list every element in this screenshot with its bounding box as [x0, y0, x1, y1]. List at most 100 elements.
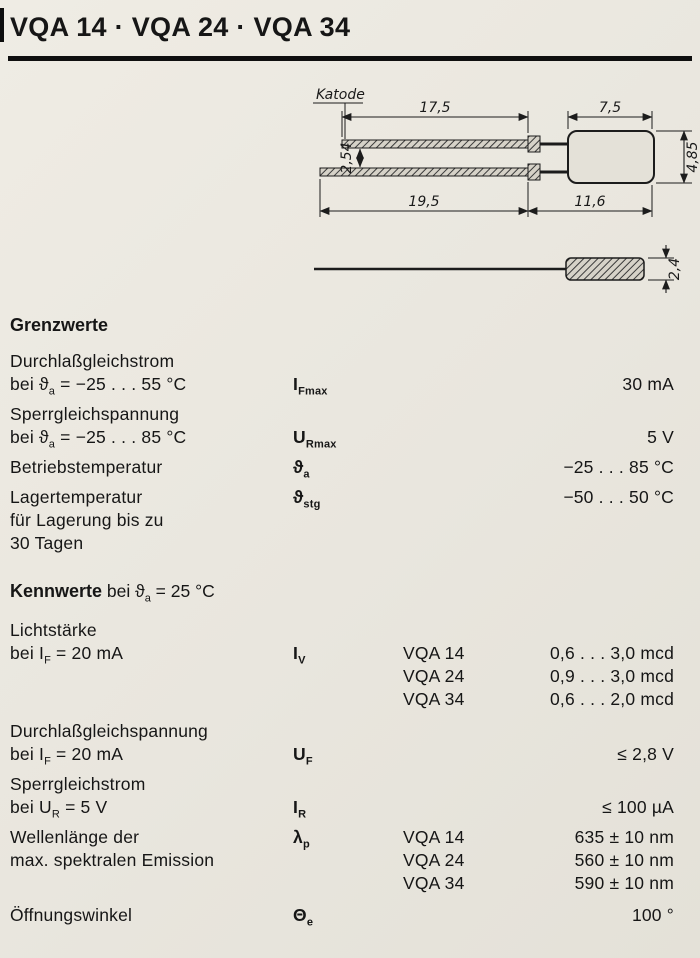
value: ≤ 2,8 V: [617, 743, 674, 764]
symbol: UF: [293, 743, 403, 768]
model-name: VQA 34: [403, 872, 465, 893]
value: 100 °: [631, 904, 674, 925]
symbol-main: I: [293, 642, 299, 663]
symbol-sub: F: [305, 755, 313, 767]
value: −50 . . . 50 °C: [563, 487, 674, 507]
value: 30 mA: [622, 374, 674, 394]
cond-sub: a: [48, 385, 56, 398]
model-col: [403, 486, 499, 555]
param-condition: bei ϑa = −25 . . . 55 °C: [10, 373, 293, 398]
table-row: Durchlaßgleichstrom bei ϑa = −25 . . . 5…: [10, 350, 690, 398]
symbol-sub: Rmax: [305, 438, 337, 451]
param-name-col: Sperrgleichstrom bei UR = 5 V: [10, 773, 293, 821]
symbol-main: I: [293, 796, 299, 817]
symbol: IR: [293, 796, 403, 821]
symbol-sub: a: [303, 468, 310, 481]
param-line: Betriebstemperatur: [10, 457, 163, 477]
symbol-main: U: [293, 427, 306, 447]
value: 635 ± 10 nm: [574, 826, 674, 847]
param-line: Durchlaßgleichspannung: [10, 720, 208, 741]
spacer: [403, 619, 499, 642]
model-name: VQA 24: [403, 665, 465, 686]
model-col: [403, 456, 499, 479]
param-condition: bei IF = 20 mA: [10, 642, 293, 667]
param-condition: bei ϑa = −25 . . . 85 °C: [10, 426, 293, 451]
value: 0,6 . . . 2,0 mcd: [549, 688, 674, 709]
symbol-main: λ: [293, 826, 303, 847]
param-condition: bei UR = 5 V: [10, 796, 293, 821]
cond-text: = 20 mA: [51, 642, 124, 663]
section-grenzwerte: Grenzwerte Durchlaßgleichstrom bei ϑa = …: [0, 315, 700, 555]
value: 0,6 . . . 3,0 mcd: [549, 642, 674, 663]
dim-label-diameter: 4,85: [685, 141, 700, 172]
cond-text: = 20 mA: [51, 743, 124, 764]
spacer: [499, 773, 674, 796]
param-line: max. spektralen Emission: [10, 849, 215, 870]
param-name-col: Betriebstemperatur: [10, 456, 293, 479]
cond-sub: F: [44, 654, 51, 666]
led-package-diagram: Katode 17,5 7,5 2,54 4,85 19,5 11,6 2,4: [313, 87, 700, 293]
symbol-main: ϑ: [293, 457, 304, 477]
symbol: IV: [293, 642, 403, 667]
symbol-col: IR: [293, 773, 403, 821]
spacer: [293, 619, 403, 642]
katode-label: Katode: [316, 87, 365, 103]
model-name: VQA 14: [403, 642, 465, 663]
symbol-col: ϑstg: [293, 486, 403, 555]
symbol-main: ϑ: [293, 487, 304, 507]
table-row: Betriebstemperatur ϑa −25 . . . 85 °C: [10, 456, 690, 481]
model-col: [403, 350, 499, 396]
symbol-col: λp: [293, 826, 403, 895]
cond-text: = 25 °C: [150, 581, 215, 601]
dim-label-lead-bottom: 19,5: [408, 194, 439, 210]
value-col: −25 . . . 85 °C: [499, 456, 690, 479]
spacer: [293, 403, 403, 426]
model-name: VQA 24: [403, 849, 465, 870]
spacer: [293, 720, 403, 743]
model-col: [403, 904, 499, 927]
param-name-col: Wellenlänge der max. spektralen Emission: [10, 826, 293, 895]
value-col: ≤ 2,8 V: [499, 720, 690, 766]
title-rule: [8, 56, 692, 61]
param-line: für Lagerung bis zu: [10, 510, 164, 530]
param-line: Sperrgleichspannung: [10, 404, 180, 424]
value-col: 30 mA: [499, 350, 690, 396]
symbol-col: Θe: [293, 904, 403, 929]
param-name-col: Öffnungswinkel: [10, 904, 293, 927]
led-body-top-view: [567, 130, 655, 184]
kennwerte-heading: Kennwerte bei ϑa = 25 °C: [10, 581, 690, 605]
cond-text: bei ϑ: [10, 427, 49, 447]
value: 590 ± 10 nm: [574, 872, 674, 893]
dim-label-lead-top: 17,5: [419, 100, 450, 116]
cond-text: bei ϑ: [10, 374, 49, 394]
param-line: Sperrgleichstrom: [10, 773, 146, 794]
symbol-sub: stg: [303, 498, 321, 511]
kennwerte-heading-bold: Kennwerte: [10, 581, 103, 601]
scan-edge-artifact: [0, 8, 4, 42]
model-col: VQA 14 VQA 24 VQA 34: [403, 826, 499, 895]
spacer: [499, 720, 674, 743]
table-row: Sperrgleichspannung bei ϑa = −25 . . . 8…: [10, 403, 690, 451]
symbol-main: Θ: [293, 904, 307, 925]
cond-text: = −25 . . . 85 °C: [55, 427, 187, 447]
cond-text: bei I: [10, 743, 45, 764]
symbol: λp: [293, 826, 403, 851]
model-col: [403, 403, 499, 449]
value-col: ≤ 100 µA: [499, 773, 690, 819]
param-line: 30 Tagen: [10, 533, 84, 553]
spacer: [499, 619, 674, 642]
cond-text: bei U: [10, 796, 52, 817]
symbol-main: I: [293, 374, 299, 394]
symbol-sub: p: [302, 838, 310, 850]
model-col: VQA 14 VQA 24 VQA 34: [403, 619, 499, 711]
bottom-lead-crimp: [527, 163, 541, 181]
value-col: 100 °: [499, 904, 690, 927]
param-line: Lichtstärke: [10, 619, 97, 640]
kennwerte-heading-condition: bei ϑa = 25 °C: [102, 581, 215, 605]
symbol-sub: R: [298, 808, 307, 820]
symbol-col: ϑa: [293, 456, 403, 481]
symbol: ϑa: [293, 456, 403, 481]
top-lead: [341, 139, 529, 149]
value: −25 . . . 85 °C: [563, 457, 674, 477]
model-name: VQA 14: [403, 826, 465, 847]
